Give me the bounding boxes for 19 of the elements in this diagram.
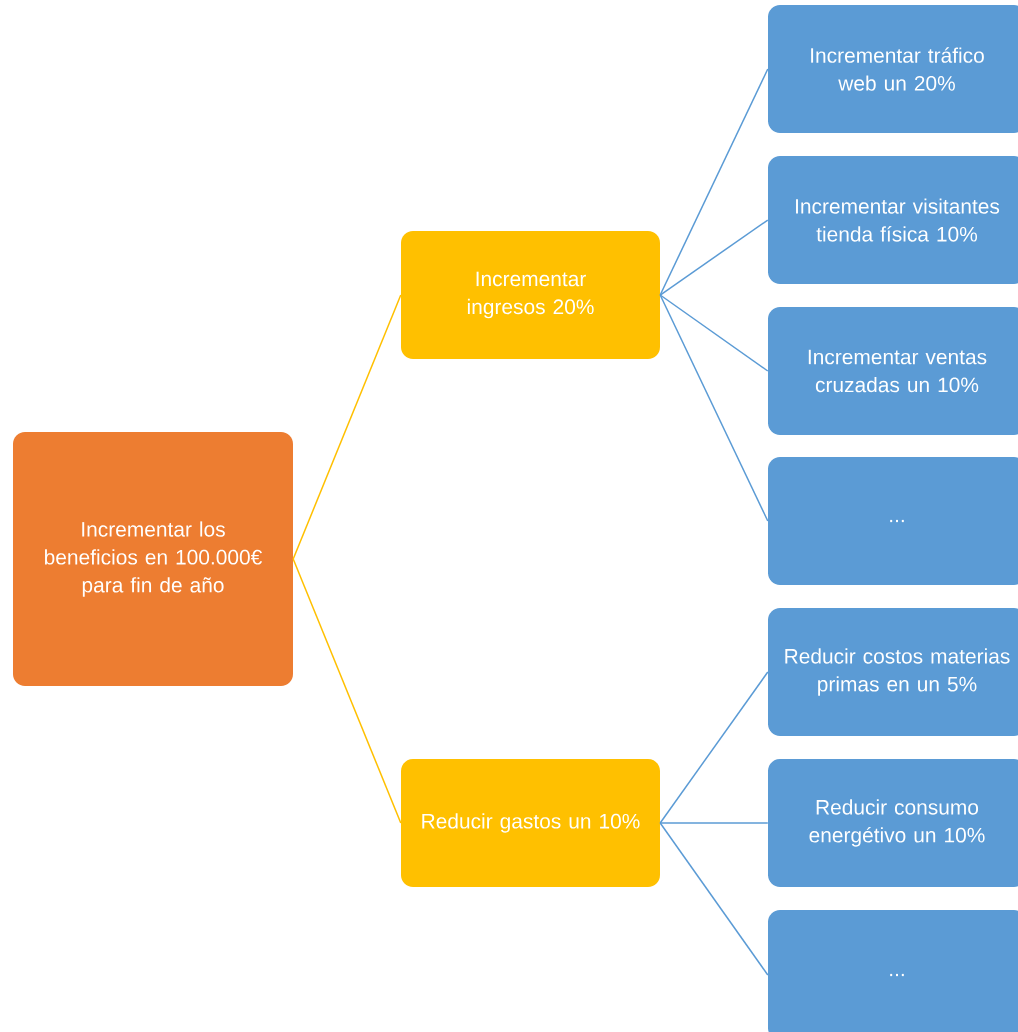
connector-line xyxy=(659,822,769,976)
subgoal-box: Reducir gastos un 10% xyxy=(401,759,660,887)
connector-line xyxy=(292,294,402,560)
action-box: Reducir costos materias primas en un 5% xyxy=(768,608,1018,736)
action-box: Reducir consumo energétivo un 10% xyxy=(768,759,1018,887)
action-box: Incrementar visitantes tienda física 10% xyxy=(768,156,1018,284)
connector-line xyxy=(659,294,769,372)
action-box: Incrementar ventas cruzadas un 10% xyxy=(768,307,1018,435)
action-box: Incrementar tráfico web un 20% xyxy=(768,5,1018,133)
goal-box: Incrementar los beneficios en 100.000€ para fin de año xyxy=(13,432,293,686)
connector-line xyxy=(659,294,769,522)
connector-line xyxy=(659,822,769,824)
connector-line xyxy=(659,68,769,296)
connector-line xyxy=(659,219,769,296)
action-box: ... xyxy=(768,910,1018,1032)
connector-line xyxy=(292,558,402,824)
connector-line xyxy=(659,671,769,824)
action-box: ... xyxy=(768,457,1018,585)
subgoal-box: Incrementar ingresos 20% xyxy=(401,231,660,359)
